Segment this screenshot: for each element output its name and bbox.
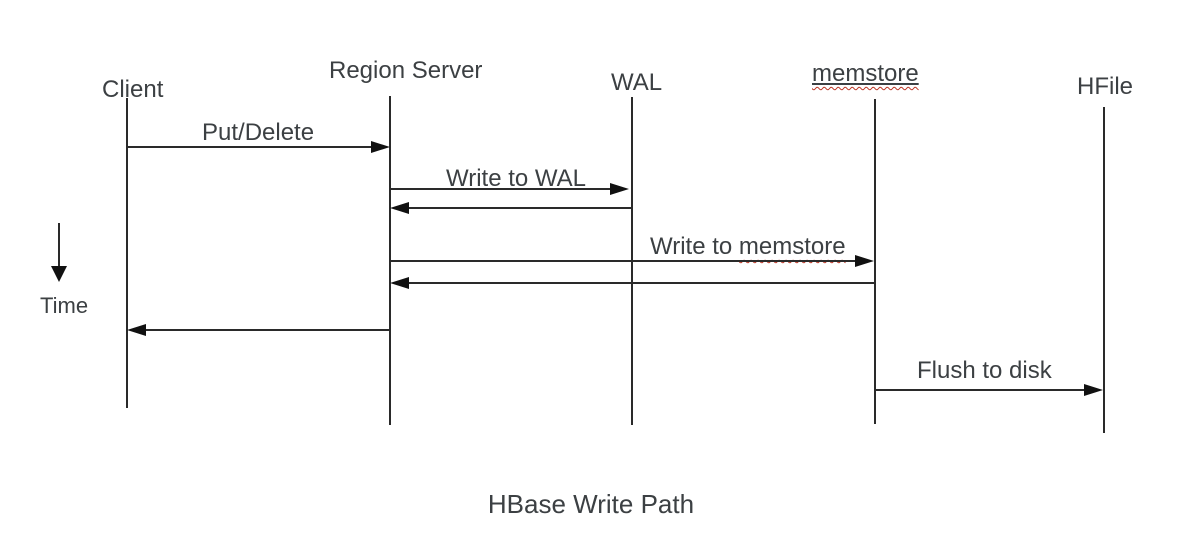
lifeline-label-hfile: HFile xyxy=(1077,73,1134,100)
lifeline-label-wal: WAL xyxy=(611,69,663,96)
message-line-flush-to-disk xyxy=(875,389,1085,391)
arrowhead-right-icon xyxy=(610,183,629,195)
message-line-client-return xyxy=(146,329,390,331)
message-line-put-delete xyxy=(127,146,373,148)
message-label-write-to-wal: Write to WAL xyxy=(446,165,587,192)
lifeline-label-region-server: Region Server xyxy=(329,57,483,84)
message-line-write-to-memstore xyxy=(390,260,856,262)
message-line-write-to-wal xyxy=(390,188,611,190)
arrowhead-right-icon xyxy=(1084,384,1103,396)
message-label-prefix: Write to xyxy=(650,233,739,260)
message-line-memstore-return xyxy=(409,282,875,284)
message-label-write-to-memstore: Write to memstore xyxy=(650,233,846,260)
memstore-misspelled-word: memstore xyxy=(738,233,846,260)
arrowhead-left-icon xyxy=(390,202,409,214)
arrowhead-down-icon xyxy=(51,266,67,282)
arrowhead-left-icon xyxy=(127,324,146,336)
message-label-flush-to-disk: Flush to disk xyxy=(917,357,1052,384)
arrowhead-right-icon xyxy=(371,141,390,153)
message-label-put-delete: Put/Delete xyxy=(202,119,315,146)
lifeline-label-client: Client xyxy=(102,76,164,103)
arrowhead-left-icon xyxy=(390,277,409,289)
message-line-wal-return xyxy=(409,207,632,209)
arrowhead-right-icon xyxy=(855,255,874,267)
diagram-title: HBase Write Path xyxy=(487,489,695,519)
lifeline-hfile xyxy=(1103,107,1105,433)
lifeline-label-memstore: memstore xyxy=(812,60,919,87)
lifeline-client xyxy=(126,98,128,408)
lifeline-region-server xyxy=(389,96,391,425)
memstore-misspelled-word: memstore xyxy=(812,60,919,87)
time-axis-line xyxy=(58,223,60,267)
lifeline-memstore xyxy=(874,99,876,424)
time-axis-label: Time xyxy=(40,293,89,318)
